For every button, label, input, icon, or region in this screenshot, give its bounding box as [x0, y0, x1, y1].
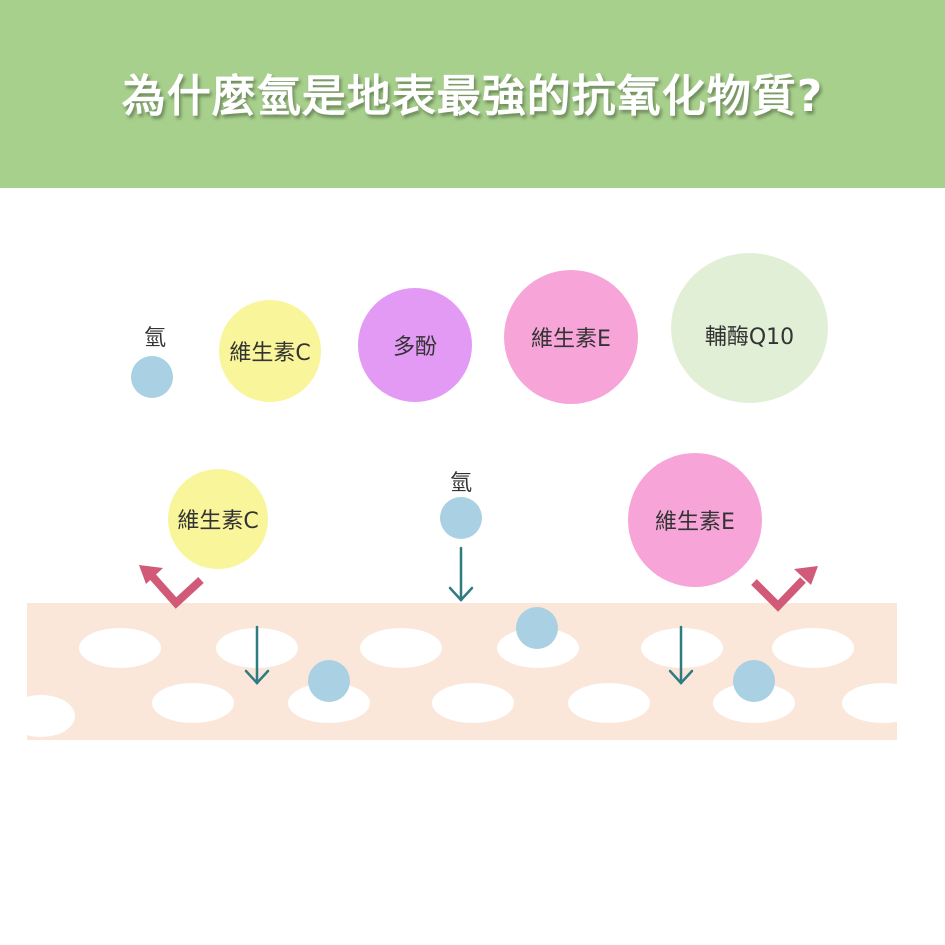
- bounce-arrow-right-icon: [751, 566, 818, 612]
- down-arrow-icon: [244, 625, 270, 685]
- vitamin-c-circle-top: 維生素C: [219, 300, 321, 402]
- hydrogen-label-top: 氫: [143, 326, 167, 351]
- skin-cell: [152, 683, 234, 723]
- hydrogen-molecule-in-skin: [308, 660, 350, 702]
- hydrogen-molecule-in-skin: [733, 660, 775, 702]
- vitamin-e-circle-top: 維生素E: [504, 270, 638, 404]
- hydrogen-molecule-middle: [440, 497, 482, 539]
- bounce-arrow-left-icon: [139, 565, 204, 609]
- header-banner: 為什麼氫是地表最強的抗氧化物質?: [0, 0, 945, 188]
- down-arrow-icon: [448, 546, 474, 602]
- down-arrow-icon: [668, 625, 694, 685]
- vitamin-e-label: 維生素E: [531, 327, 611, 352]
- coq10-circle: 輔酶Q10: [671, 253, 828, 403]
- coq10-label: 輔酶Q10: [704, 325, 795, 350]
- vitamin-c-label: 維生素C: [229, 341, 311, 366]
- vitamin-c-circle-middle: 維生素C: [168, 469, 268, 569]
- skin-cell: [79, 628, 161, 668]
- skin-cell: [360, 628, 442, 668]
- vitamin-e-label-middle: 維生素E: [655, 510, 735, 535]
- hydrogen-label-middle: 氫: [449, 471, 473, 496]
- vitamin-e-circle-middle: 維生素E: [628, 453, 762, 587]
- skin-cell: [432, 683, 514, 723]
- hydrogen-molecule-top: [131, 356, 173, 398]
- polyphenol-circle: 多酚: [358, 288, 472, 402]
- vitamin-c-label-middle: 維生素C: [177, 509, 259, 534]
- skin-cell: [772, 628, 854, 668]
- page-title: 為什麼氫是地表最強的抗氧化物質?: [121, 71, 824, 122]
- hydrogen-molecule-in-skin: [516, 607, 558, 649]
- polyphenol-label: 多酚: [392, 335, 437, 360]
- skin-cell: [568, 683, 650, 723]
